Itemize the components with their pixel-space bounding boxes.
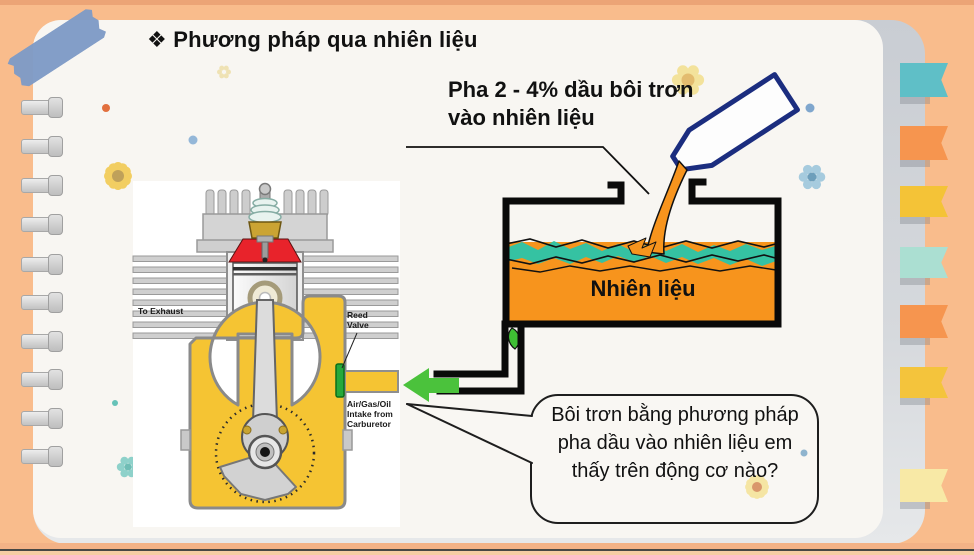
fuel-tank-label: Nhiên liệu	[590, 276, 696, 301]
bookmark-tab	[900, 305, 948, 338]
bottom-edge	[0, 551, 974, 555]
binder-pin	[21, 446, 63, 467]
top-border	[0, 0, 974, 5]
oil-mix-note: Pha 2 - 4% dầu bôi trơn vào nhiên liệu	[448, 77, 694, 130]
tab-shadow	[900, 217, 930, 224]
tab-shadow	[900, 278, 930, 285]
binder-pin	[21, 331, 63, 352]
binder-pin	[21, 254, 63, 275]
bookmark-tab	[900, 247, 948, 278]
bookmark-tab	[900, 367, 948, 398]
tab-shadow	[900, 97, 930, 104]
tab-shadow	[900, 398, 930, 405]
tab-shadow	[900, 160, 930, 167]
binder-pin	[21, 97, 63, 118]
binder-pin	[21, 214, 63, 235]
binder-pin	[21, 292, 63, 313]
tab-shadow	[900, 502, 930, 509]
exhaust-label: To Exhaust	[138, 306, 184, 316]
title-text: Phương pháp qua nhiên liệu	[173, 27, 478, 52]
title-bullet-icon: ❖	[147, 27, 167, 52]
bookmark-tab	[900, 126, 948, 160]
intake-label: Air/Gas/Oil Intake from Carburetor	[347, 399, 393, 429]
page-title: ❖ Phương pháp qua nhiên liệu	[147, 27, 478, 53]
tab-shadow	[900, 338, 930, 345]
binder-pin	[21, 369, 63, 390]
binder-pin	[21, 408, 63, 429]
bookmark-tab	[900, 63, 948, 97]
reed-valve-label: Reed Valve	[347, 310, 369, 330]
bookmark-tab	[900, 469, 948, 502]
bookmark-tab	[900, 186, 948, 217]
question-text: Bôi trơn bằng phương pháp pha dầu vào nh…	[551, 404, 799, 482]
bottom-line	[0, 549, 974, 551]
binder-pin	[21, 175, 63, 196]
binder-pin	[21, 136, 63, 157]
bottom-border	[0, 543, 974, 549]
